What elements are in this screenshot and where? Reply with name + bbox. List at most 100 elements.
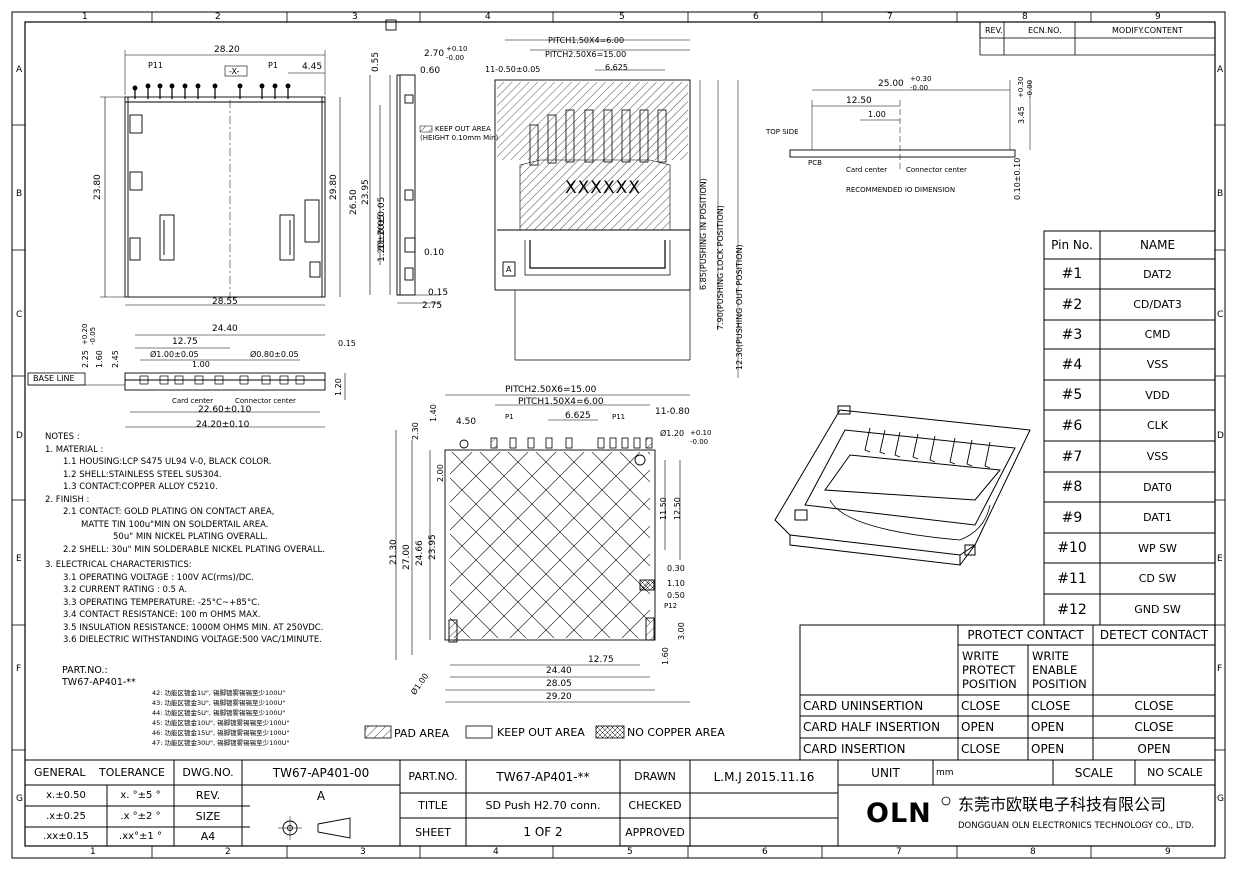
io-dim-2500-tol-plus: +0.30	[910, 75, 932, 83]
unit-value: mm	[936, 767, 954, 778]
side-view	[369, 19, 440, 304]
row-f-right: F	[1217, 664, 1223, 674]
base-card-center: Card center	[172, 397, 214, 405]
partno-option: 46: 功能区镀金15U", 锡脚镀雾锡锡至少100U"	[152, 729, 290, 737]
base-dim-tol-plus: +0.20	[81, 323, 89, 345]
pcb-dim-050: 0.50	[667, 591, 685, 600]
io-dim-2500: 25.00	[878, 79, 904, 89]
title-label: TITLE	[418, 799, 448, 812]
switch-cell: OPEN	[961, 720, 995, 734]
pin-name-5: VDD	[1145, 388, 1170, 402]
note-line: 50u" MIN NICKEL PLATING OVERALL.	[113, 532, 268, 542]
io-card-center: Card center	[846, 166, 888, 174]
col-4: 4	[485, 12, 491, 22]
row-a: A	[16, 65, 23, 75]
sheet-value: 1 OF 2	[523, 825, 563, 839]
front-view	[419, 39, 739, 378]
dwg-no-value: TW67-AP401-00	[272, 765, 370, 780]
note-line: 2. FINISH :	[45, 494, 90, 505]
dim-side-275: 2.75	[422, 301, 443, 311]
base-dim-2440: 24.40	[212, 324, 238, 334]
row-b: B	[16, 189, 23, 199]
pcb-dim-110: 1.10	[667, 579, 685, 588]
dim-side-270-tol-minus: -0.00	[446, 54, 465, 62]
pin-name-12: GND SW	[1134, 603, 1181, 616]
switch-row-uninsertion: CARD UNINSERTION	[803, 698, 924, 713]
partno-option: 45: 功能区镀金10U", 锡脚镀雾锡锡至少100U"	[152, 719, 290, 727]
partno-option: 42: 功能区镀金1U", 锡脚镀雾锡锡至少100U"	[152, 689, 286, 697]
pcb-dim-2440: 24.40	[546, 666, 572, 676]
partno-value: TW67-AP401-**	[62, 677, 136, 688]
dim-pin-width: 11-0.50±0.05	[485, 65, 541, 74]
base-dim-2260: 22.60±0.10	[198, 405, 252, 415]
col-2-bottom: 2	[225, 847, 231, 857]
pcb-pitch-150: PITCH1.50X4=6.00	[518, 397, 604, 407]
col-7-bottom: 7	[896, 847, 902, 857]
datum-x: -X-	[229, 67, 240, 76]
scale-label: SCALE	[1074, 765, 1114, 780]
note-line: 1. MATERIAL :	[45, 444, 104, 455]
dim-side-270-tol-plus: +0.10	[446, 45, 468, 53]
ecn-header: ECN.NO.	[1028, 26, 1062, 35]
base-dim-2420: 24.20±0.10	[196, 420, 250, 430]
pcb-dim-1108: 11-0.80	[655, 407, 690, 417]
pin-no-11: #11	[1057, 570, 1087, 587]
part-no-value: TW67-AP401-**	[496, 769, 590, 784]
switch-cell: CLOSE	[1031, 698, 1071, 713]
pin-name-6: CLK	[1146, 419, 1169, 432]
pin-name-9: DAT1	[1143, 511, 1172, 524]
switch-cell: CLOSE	[1134, 720, 1174, 734]
pin-name-4: VSS	[1146, 358, 1169, 371]
tol-1b: x. °±5 °	[120, 790, 161, 801]
legend-keepout-box	[465, 725, 493, 739]
size-value: A4	[200, 830, 216, 843]
pin-no-2: #2	[1061, 296, 1083, 313]
dim-6625: 6.625	[605, 63, 628, 72]
row-g: G	[16, 794, 23, 804]
base-dim-hole2: Ø0.80±0.05	[250, 350, 299, 359]
pin-no-9: #9	[1061, 509, 1083, 526]
pcb-dim-2700: 27.00	[402, 544, 412, 570]
pcb-hole-tol-minus: -0.00	[690, 438, 709, 446]
projection-symbol	[278, 816, 351, 840]
isometric-view	[774, 405, 1031, 566]
note-line: MATTE TIN 100u"MIN ON SOLDERTAIL AREA.	[81, 519, 269, 530]
row-e: E	[16, 554, 22, 564]
col-3: 3	[352, 12, 358, 22]
tol-1: x.±0.50	[46, 790, 86, 801]
base-dim-120: 1.20	[334, 378, 343, 396]
io-dim-345: 3.45	[1017, 106, 1026, 124]
row-b-right: B	[1217, 189, 1224, 199]
col-2: 2	[215, 12, 221, 22]
base-dim-015: 0.15	[338, 339, 356, 348]
pcb-hole-dia: Ø1.20	[660, 429, 685, 438]
dim-offset: 4.45	[302, 62, 323, 72]
tol-2b: .x °±2 °	[120, 811, 161, 822]
title-value: SD Push H2.70 conn.	[485, 799, 601, 812]
base-dim-100: 1.00	[192, 360, 210, 369]
row-c: C	[16, 310, 23, 320]
io-dim-1250: 12.50	[846, 96, 872, 106]
pin-no-10: #10	[1057, 540, 1087, 556]
base-dim-160: 1.60	[95, 350, 104, 368]
pcb-dim-300: 3.00	[677, 622, 686, 640]
dim-side-015: 0.15	[428, 288, 449, 298]
note-line: 3.5 INSULATION RESISTANCE: 1000M OHMS MI…	[63, 622, 324, 633]
base-dim-hole1: Ø1.00±0.05	[150, 350, 199, 359]
pcb-dim-1275: 12.75	[588, 655, 614, 665]
pcb-dim-6625: 6.625	[565, 411, 591, 421]
partno-options: 42: 功能区镀金1U", 锡脚镀雾锡锡至少100U" 43: 功能区镀金3U"…	[152, 688, 289, 748]
partno-option: 47: 功能区镀金30U", 锡脚镀雾锡锡至少100U"	[152, 739, 290, 747]
switch-row-half-insertion: CARD HALF INSERTION	[803, 720, 941, 734]
base-view	[27, 334, 346, 428]
col-6-bottom: 6	[762, 847, 768, 857]
pin-header-no: Pin No.	[1051, 238, 1093, 252]
pcb-dim-140: 1.40	[429, 404, 438, 422]
note-line: 3.4 CONTACT RESISTANCE: 100 m OHMS MAX.	[63, 610, 261, 620]
size-label: SIZE	[195, 810, 221, 823]
rev-header: REV.	[985, 26, 1003, 35]
col-3-bottom: 3	[360, 847, 366, 857]
part-no-label: PART.NO.	[408, 770, 458, 783]
dim-height-left: 23.80	[93, 174, 103, 200]
